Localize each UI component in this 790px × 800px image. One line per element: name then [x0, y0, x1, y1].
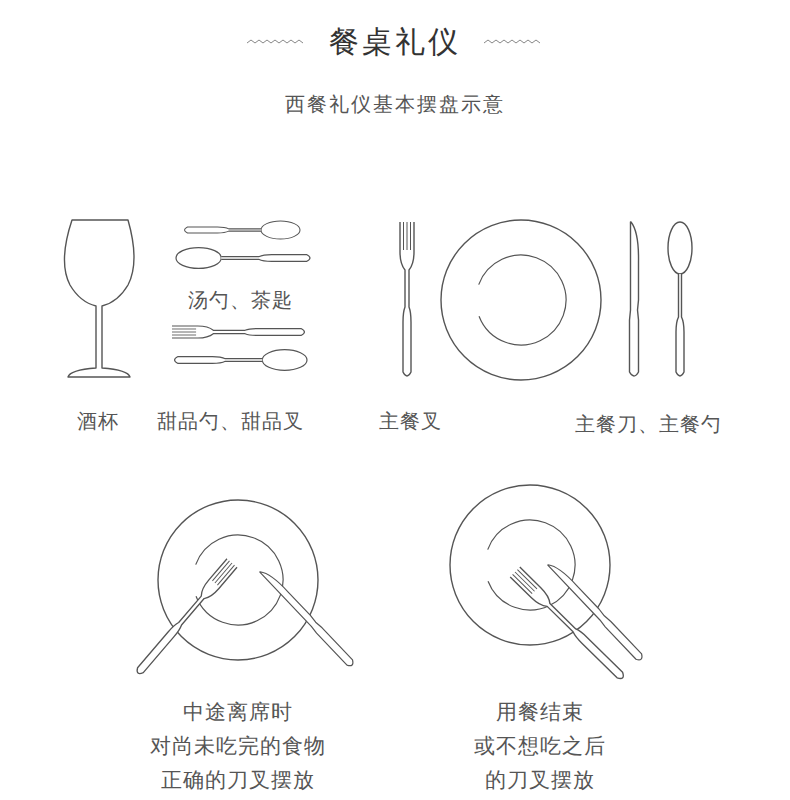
finished-plate — [450, 485, 610, 645]
title-wave — [484, 40, 540, 43]
dessert-spoon — [175, 350, 307, 371]
main-knife — [630, 222, 639, 376]
placement-caption: 中途离席时 对尚未吃完的食物 正确的刀叉摆放 — [150, 695, 326, 797]
main-fork — [400, 222, 414, 376]
page-title: 餐桌礼仪 — [329, 22, 461, 63]
soup-spoon — [176, 248, 310, 269]
utensil-label: 主餐叉 — [379, 408, 442, 435]
title-wave — [247, 40, 303, 43]
paused-knife — [259, 567, 355, 667]
dinner-plate — [441, 220, 601, 380]
wine-glass — [64, 220, 134, 377]
paused-plate — [158, 500, 318, 660]
utensil-label: 甜品勺、甜品叉 — [157, 408, 304, 435]
paused-fork — [133, 559, 237, 678]
utensil-label: 酒杯 — [77, 408, 119, 435]
main-spoon — [668, 222, 692, 376]
subtitle: 西餐礼仪基本摆盘示意 — [285, 91, 505, 118]
finished-knife — [547, 560, 644, 661]
utensil-label: 汤勺、茶匙 — [188, 287, 293, 314]
placement-caption: 用餐结束 或不想吃之后 的刀叉摆放 — [474, 695, 606, 797]
utensil-label: 主餐刀、主餐勺 — [575, 411, 722, 438]
teaspoon — [185, 221, 301, 239]
dessert-fork — [172, 326, 304, 338]
